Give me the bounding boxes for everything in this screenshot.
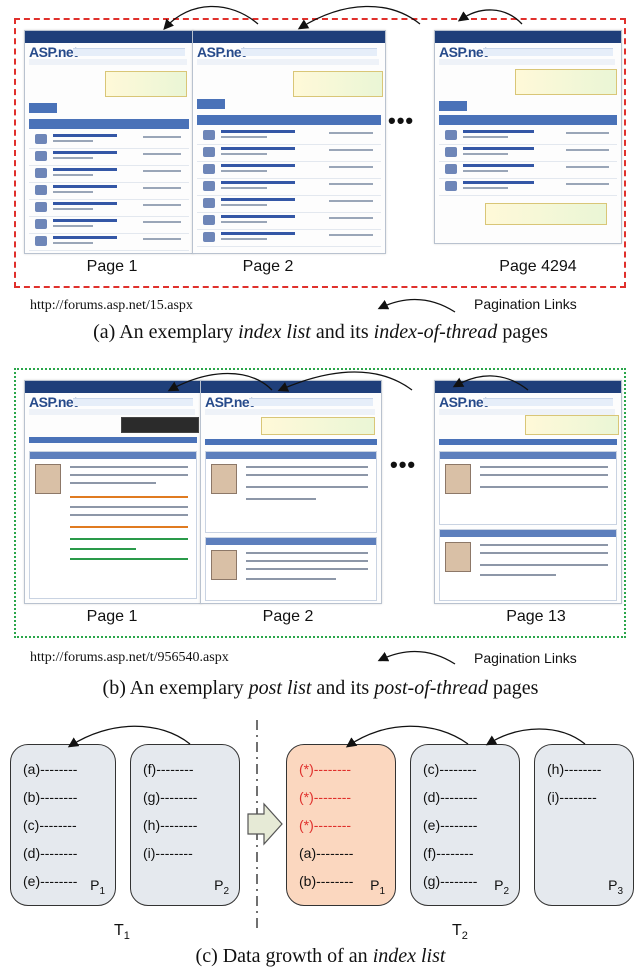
arrow-b2: [277, 371, 413, 392]
list-item: (c)--------: [23, 817, 77, 833]
ellipsis: •••: [390, 452, 417, 477]
list-item: (c)--------: [423, 761, 477, 777]
arrow-a3: [457, 9, 523, 25]
list-item: (b)--------: [23, 789, 78, 805]
logo: ASP.net: [439, 44, 488, 60]
list-item: (a)--------: [299, 845, 354, 861]
page-label: Page 2: [262, 608, 314, 625]
list-item: (d)--------: [423, 789, 478, 805]
arrow-a2: [297, 5, 421, 30]
arrow-b1: [167, 372, 273, 392]
page-id: P1: [370, 877, 385, 897]
page-label: Page 1: [86, 608, 138, 625]
thread-screenshot-page-1: ASP.net: [24, 380, 202, 604]
time-label-t1: T1: [114, 922, 130, 943]
list-item: (i)--------: [143, 845, 193, 861]
pagination-arrows-a: [163, 5, 523, 313]
page-label: Page 4294: [499, 258, 577, 275]
growth-diagram-overlay: [67, 720, 586, 930]
page-label: Page 13: [506, 608, 566, 625]
list-item: (f)--------: [423, 845, 474, 861]
pagination-label: Pagination Links: [474, 296, 577, 312]
page-box-t2-p2: (c)-------- (d)-------- (e)-------- (f)-…: [410, 744, 520, 906]
new-list-item: (*)--------: [299, 789, 352, 805]
caption-a: (a) An exemplary index list and its inde…: [93, 321, 548, 343]
list-item: (e)--------: [23, 873, 78, 889]
url: http://forums.asp.net/t/956540.aspx: [30, 650, 229, 665]
arrow-a1: [163, 5, 259, 30]
link-arrow-t1: [67, 725, 191, 748]
list-item: (b)--------: [299, 873, 354, 889]
pagination-legend-arrow: [377, 650, 456, 665]
logo: ASP.net: [439, 394, 488, 410]
page-id: P1: [90, 877, 105, 897]
time-label-t2: T2: [452, 922, 468, 943]
list-item: (g)--------: [423, 873, 478, 889]
list-item: (i)--------: [547, 789, 597, 805]
list-item: (f)--------: [143, 761, 194, 777]
caption-c: (c) Data growth of an index list: [195, 945, 446, 967]
thread-screenshot-page-2: ASP.net: [200, 380, 382, 604]
post-list-panel: ASP.net ASP.net ASP.net ••• Page 1 Page …: [14, 368, 626, 638]
pagination-label: Pagination Links: [474, 650, 577, 666]
forum-screenshot-page-2: ASP.net: [192, 30, 386, 254]
index-list-panel: ASP.net ASP.net ASP.net ••• Page: [14, 18, 626, 288]
logo: ASP.net: [197, 44, 246, 60]
link-arrow-t2b: [485, 728, 586, 746]
link-arrow-t2a: [345, 725, 469, 748]
list-item: (a)--------: [23, 761, 78, 777]
new-list-item: (*)--------: [299, 761, 352, 777]
page-box-t1-p1: (a)-------- (b)-------- (c)-------- (d)-…: [10, 744, 116, 906]
page-id: P2: [214, 877, 229, 897]
thread-screenshot-page-last: ASP.net: [434, 380, 622, 604]
list-item: (e)--------: [423, 817, 478, 833]
logo: ASP.net: [205, 394, 254, 410]
page-label: Page 1: [86, 258, 138, 275]
forum-screenshot-page-1: ASP.net: [24, 30, 194, 254]
list-item: (h)--------: [547, 761, 602, 777]
forum-screenshot-page-last: ASP.net: [434, 30, 622, 244]
new-list-item: (*)--------: [299, 817, 352, 833]
page-box-t2-p3: (h)-------- (i)-------- P3: [534, 744, 634, 906]
arrow-b3: [452, 375, 529, 391]
logo: ASP.net: [29, 394, 78, 410]
pagination-arrows-b: [167, 371, 529, 665]
page-box-t1-p2: (f)-------- (g)-------- (h)-------- (i)-…: [130, 744, 240, 906]
page-id: P2: [494, 877, 509, 897]
pagination-legend-arrow: [377, 298, 456, 313]
list-item: (g)--------: [143, 789, 198, 805]
transition-arrow: [247, 802, 283, 846]
page-id: P3: [608, 877, 623, 897]
list-item: (h)--------: [143, 817, 198, 833]
url: http://forums.asp.net/15.aspx: [30, 298, 193, 313]
ellipsis: •••: [388, 108, 415, 133]
logo: ASP.net: [29, 44, 78, 60]
caption-b: (b) An exemplary post list and its post-…: [102, 677, 539, 699]
page-box-t2-p1: (*)-------- (*)-------- (*)-------- (a)-…: [286, 744, 396, 906]
list-item: (d)--------: [23, 845, 78, 861]
page-label: Page 2: [242, 258, 294, 275]
